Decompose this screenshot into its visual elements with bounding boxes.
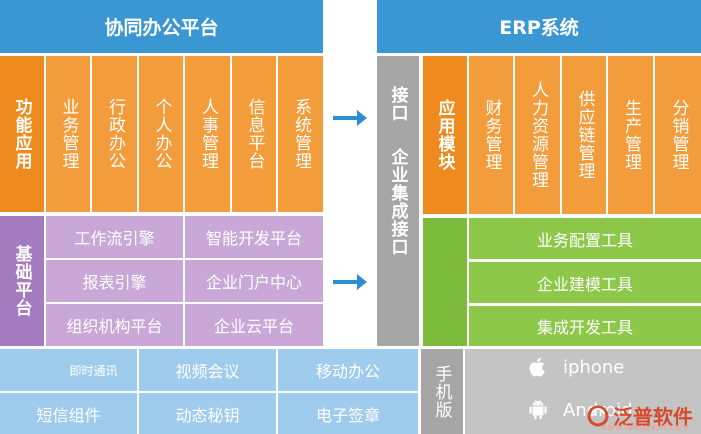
function-item-1: 业务管理 <box>46 56 90 212</box>
watermark-logo: 泛普软件 <box>587 401 693 430</box>
function-label: 功能应用 <box>0 56 44 212</box>
function-item-5: 信息平台 <box>232 56 276 212</box>
function-item-text: 信息平台 <box>244 98 265 170</box>
base-label-text: 基础平台 <box>11 245 32 317</box>
module-item-text: 生产管理 <box>621 99 641 171</box>
app-iphone: iphone <box>527 356 624 378</box>
module-item-text: 供应链管理 <box>574 90 595 180</box>
right-header: ERP系统 <box>377 0 701 53</box>
function-item-text: 行政办公 <box>105 98 125 170</box>
bottom-item: 移动办公 <box>278 349 418 391</box>
function-item-3: 个人办公 <box>139 56 183 212</box>
module-item-text: 人力资源管理 <box>528 81 548 189</box>
left-header: 协同办公平台 <box>0 0 323 53</box>
apps-panel <box>465 349 701 434</box>
module-item-1: 财务管理 <box>469 56 513 214</box>
app-label-android: Android <box>563 399 633 421</box>
interface-label-top: 接口 <box>387 86 408 122</box>
function-item-4: 人事管理 <box>185 56 230 212</box>
module-item-5: 分销管理 <box>655 56 701 214</box>
tool-item: 企业建模工具 <box>469 262 701 303</box>
watermark-swirl-icon <box>587 405 609 426</box>
app-android: Android <box>527 399 633 421</box>
bottom-item: 短信组件 <box>0 393 137 434</box>
module-item-4: 生产管理 <box>608 56 653 214</box>
function-item-text: 个人办公 <box>151 98 172 170</box>
module-item-text: 财务管理 <box>481 99 502 171</box>
watermark-text: 泛普软件 <box>613 405 693 429</box>
interface-label-bottom: 企业集成接口 <box>387 148 408 256</box>
mobile-label-text: 手机版 <box>431 364 452 419</box>
function-item-text: 人事管理 <box>198 98 218 170</box>
base-item: 智能开发平台 <box>185 216 323 258</box>
arrow-right-icon <box>333 274 367 290</box>
function-item-text: 系统管理 <box>291 98 311 170</box>
module-label: 应用模块 <box>423 56 467 214</box>
base-item: 组织机构平台 <box>46 304 183 346</box>
function-item-2: 行政办公 <box>92 56 137 212</box>
function-item-text: 业务管理 <box>58 98 79 170</box>
mobile-label: 手机版 <box>421 349 463 434</box>
function-item-6: 系统管理 <box>278 56 323 212</box>
watermark-url: www.fanpusoft.com <box>600 423 689 433</box>
interface-column: 接口 企业集成接口 <box>377 56 419 346</box>
app-label-iphone: iphone <box>563 356 625 378</box>
module-label-text: 应用模块 <box>434 99 455 171</box>
bottom-item: 动态秘钥 <box>139 393 276 434</box>
tools-side-block <box>423 218 467 346</box>
base-item: 报表引擎 <box>46 260 183 302</box>
bottom-item: 即时通讯 <box>0 349 137 391</box>
module-item-text: 分销管理 <box>668 99 689 171</box>
function-label-text: 功能应用 <box>11 98 32 170</box>
apple-icon <box>529 357 545 377</box>
android-icon <box>529 399 547 420</box>
base-label: 基础平台 <box>0 216 44 346</box>
base-item: 企业云平台 <box>185 304 323 346</box>
module-item-2: 人力资源管理 <box>515 56 560 214</box>
base-item: 工作流引擎 <box>46 216 183 258</box>
bottom-item: 视频会议 <box>139 349 276 391</box>
module-item-3: 供应链管理 <box>562 56 606 214</box>
bottom-item: 电子签章 <box>278 393 418 434</box>
base-item: 企业门户中心 <box>185 260 323 302</box>
arrow-right-icon <box>333 110 367 126</box>
tool-item: 业务配置工具 <box>469 218 701 259</box>
tool-item: 集成开发工具 <box>469 306 701 346</box>
